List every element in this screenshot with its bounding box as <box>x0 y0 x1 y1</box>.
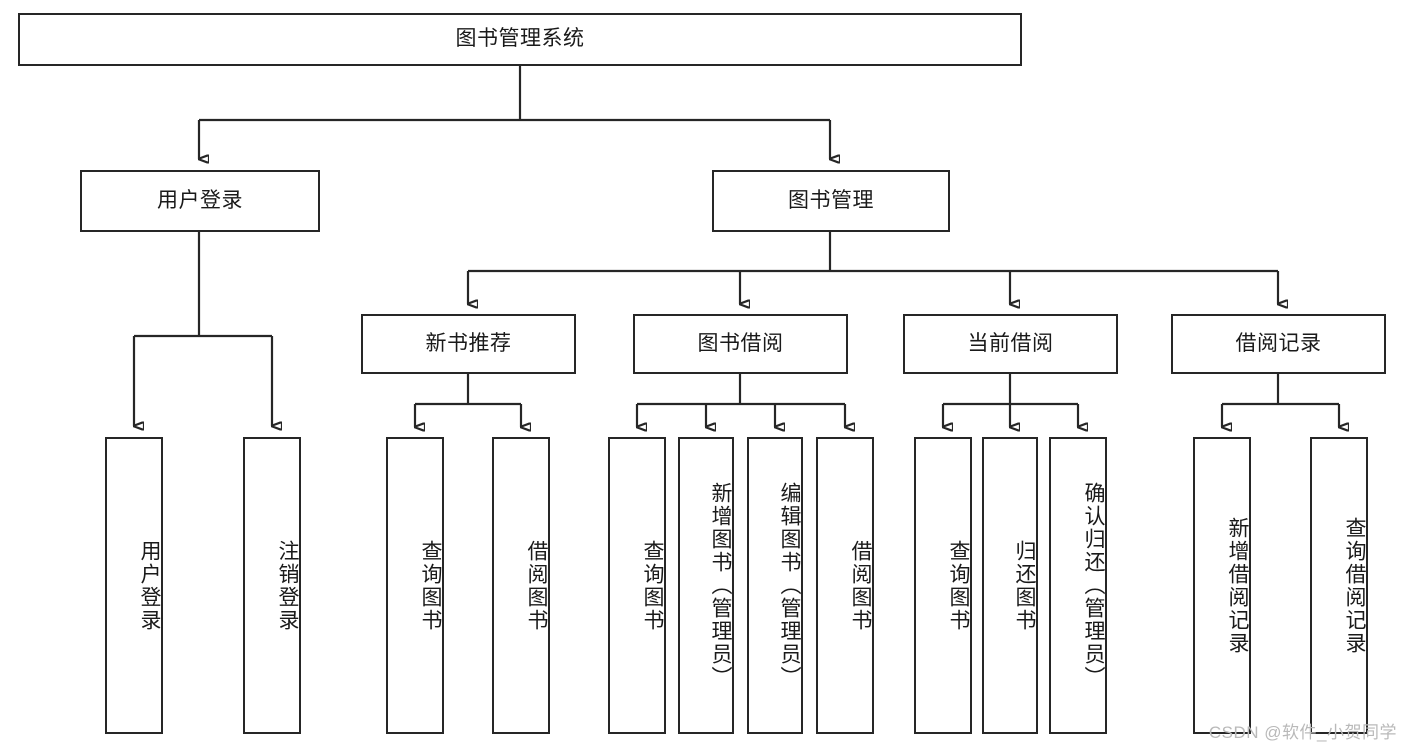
node-book-borrow[interactable]: 图书借阅 <box>633 314 848 374</box>
leaf-user-login-login[interactable]: 用户登录 <box>105 437 163 734</box>
leaf-book-borrow-add-label: 新增图书（管理员） <box>709 482 732 689</box>
node-borrow-record[interactable]: 借阅记录 <box>1171 314 1386 374</box>
leaf-book-borrow-add[interactable]: 新增图书（管理员） <box>678 437 734 734</box>
leaf-user-login-logout-label: 注销登录 <box>276 539 299 632</box>
leaf-user-login-logout[interactable]: 注销登录 <box>243 437 301 734</box>
node-book-borrow-label: 图书借阅 <box>697 331 784 355</box>
node-new-book-recommend-label: 新书推荐 <box>425 331 512 355</box>
node-root[interactable]: 图书管理系统 <box>18 13 1022 66</box>
leaf-new-book-borrow[interactable]: 借阅图书 <box>492 437 550 734</box>
leaf-current-borrow-return-label: 归还图书 <box>1013 539 1036 632</box>
node-book-management-label: 图书管理 <box>788 188 874 212</box>
leaf-current-borrow-return[interactable]: 归还图书 <box>982 437 1038 734</box>
leaf-new-book-query-label: 查询图书 <box>419 539 442 632</box>
leaf-borrow-record-query[interactable]: 查询借阅记录 <box>1310 437 1368 734</box>
leaf-book-borrow-edit-label: 编辑图书（管理员） <box>778 482 801 689</box>
leaf-book-borrow-query[interactable]: 查询图书 <box>608 437 666 734</box>
leaf-user-login-login-label: 用户登录 <box>138 539 161 632</box>
node-user-login[interactable]: 用户登录 <box>80 170 320 232</box>
node-user-login-label: 用户登录 <box>157 188 243 212</box>
leaf-current-borrow-confirm[interactable]: 确认归还（管理员） <box>1049 437 1107 734</box>
leaf-current-borrow-query-label: 查询图书 <box>947 539 970 632</box>
node-current-borrow[interactable]: 当前借阅 <box>903 314 1118 374</box>
leaf-book-borrow-query-label: 查询图书 <box>641 539 664 632</box>
leaf-current-borrow-confirm-label: 确认归还（管理员） <box>1082 482 1105 689</box>
leaf-book-borrow-borrow-label: 借阅图书 <box>849 539 872 632</box>
leaf-borrow-record-add-label: 新增借阅记录 <box>1226 516 1249 655</box>
node-root-label: 图书管理系统 <box>455 27 585 51</box>
node-current-borrow-label: 当前借阅 <box>967 331 1054 355</box>
node-new-book-recommend[interactable]: 新书推荐 <box>361 314 576 374</box>
leaf-book-borrow-borrow[interactable]: 借阅图书 <box>816 437 874 734</box>
leaf-borrow-record-add[interactable]: 新增借阅记录 <box>1193 437 1251 734</box>
leaf-current-borrow-query[interactable]: 查询图书 <box>914 437 972 734</box>
leaf-book-borrow-edit[interactable]: 编辑图书（管理员） <box>747 437 803 734</box>
csdn-watermark: CSDN @软件_小贺同学 <box>1208 723 1397 742</box>
node-book-management[interactable]: 图书管理 <box>712 170 950 232</box>
leaf-new-book-borrow-label: 借阅图书 <box>525 539 548 632</box>
leaf-borrow-record-query-label: 查询借阅记录 <box>1343 516 1366 655</box>
node-borrow-record-label: 借阅记录 <box>1235 331 1322 355</box>
leaf-new-book-query[interactable]: 查询图书 <box>386 437 444 734</box>
